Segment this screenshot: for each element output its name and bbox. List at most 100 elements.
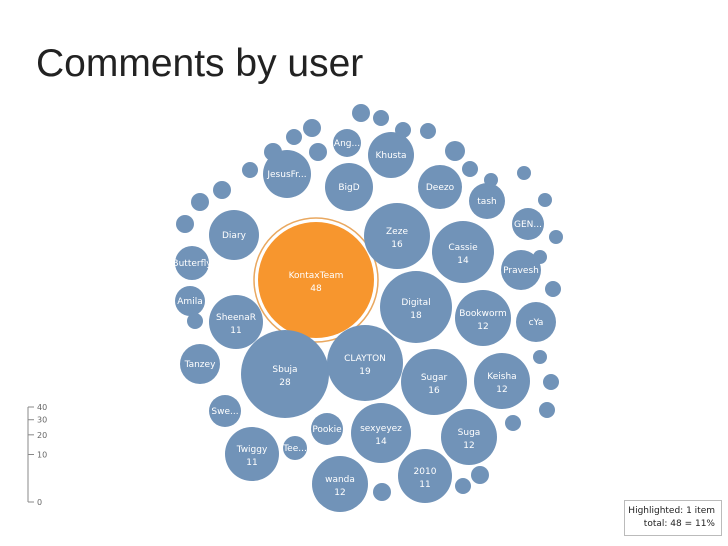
bubble[interactable] [286,129,302,145]
bubble-circle[interactable] [180,344,220,384]
bubble-circle[interactable] [333,129,361,157]
bubble-circle[interactable] [533,350,547,364]
bubble-circle[interactable] [469,183,505,219]
bubble[interactable] [462,161,478,177]
bubble[interactable] [484,173,498,187]
bubble-circle[interactable] [501,250,541,290]
bubble-circle[interactable] [543,374,559,390]
bubble[interactable] [373,110,389,126]
bubble-circle[interactable] [187,313,203,329]
bubble[interactable]: GEN... [512,208,544,240]
bubble-circle[interactable] [352,104,370,122]
bubble[interactable] [352,104,370,122]
bubble-circle[interactable] [462,161,478,177]
bubble-circle[interactable] [209,295,263,349]
bubble[interactable] [545,281,561,297]
bubble-circle[interactable] [516,302,556,342]
bubble-circle[interactable] [539,402,555,418]
bubble[interactable]: Diary [209,210,259,260]
bubble-circle[interactable] [263,150,311,198]
bubble-circle[interactable] [309,143,327,161]
bubble-circle[interactable] [373,110,389,126]
bubble-circle[interactable] [474,353,530,409]
bubble[interactable] [549,230,563,244]
bubble[interactable]: BigD [325,163,373,211]
bubble-circle[interactable] [395,122,411,138]
bubble-circle[interactable] [327,325,403,401]
bubble-circle[interactable] [549,230,563,244]
bubble-circle[interactable] [175,286,205,316]
bubble[interactable] [373,483,391,501]
bubble[interactable] [213,181,231,199]
bubble[interactable] [471,466,489,484]
bubble-circle[interactable] [538,193,552,207]
bubble-circle[interactable] [420,123,436,139]
bubble[interactable]: cYa [516,302,556,342]
bubble-circle[interactable] [445,141,465,161]
bubble[interactable]: Deezo [418,165,462,209]
bubble[interactable] [517,166,531,180]
bubble-circle[interactable] [311,413,343,445]
bubble-circle[interactable] [545,281,561,297]
bubble[interactable] [309,143,327,161]
bubble[interactable] [191,193,209,211]
bubble-circle[interactable] [264,143,282,161]
bubble-circle[interactable] [512,208,544,240]
bubble-circle[interactable] [303,119,321,137]
bubble-circle[interactable] [484,173,498,187]
bubble-circle[interactable] [418,165,462,209]
bubble[interactable]: JesusFr... [263,150,311,198]
bubble-circle[interactable] [242,162,258,178]
bubble-circle[interactable] [505,415,521,431]
bubble[interactable]: Pravesh [501,250,541,290]
bubble-circle[interactable] [432,221,494,283]
bubble-circle[interactable] [533,250,547,264]
bubble-circle[interactable] [175,246,209,280]
bubble[interactable] [176,215,194,233]
bubble-circle[interactable] [176,215,194,233]
bubble[interactable]: Ang... [333,129,361,157]
bubble-circle[interactable] [380,271,452,343]
bubble[interactable]: Tanzey [180,344,220,384]
bubble[interactable]: Tee... [282,436,307,460]
bubble-circle[interactable] [364,203,430,269]
bubble[interactable] [533,250,547,264]
bubble-circle[interactable] [441,409,497,465]
bubble[interactable] [264,143,282,161]
bubble-circle[interactable] [401,349,467,415]
bubble[interactable] [539,402,555,418]
bubble[interactable] [543,374,559,390]
bubble-circle[interactable] [209,210,259,260]
bubble[interactable] [505,415,521,431]
bubble-circle[interactable] [286,129,302,145]
bubble-circle[interactable] [455,478,471,494]
bubble-circle[interactable] [517,166,531,180]
bubble[interactable] [455,478,471,494]
bubble[interactable] [242,162,258,178]
bubble[interactable] [533,350,547,364]
bubble[interactable]: Butterfly [172,246,212,280]
bubble[interactable] [395,122,411,138]
bubble-circle[interactable] [241,330,329,418]
bubble-circle[interactable] [325,163,373,211]
bubble[interactable]: Swe... [209,395,241,427]
bubble[interactable]: Khusta [368,132,414,178]
bubble-circle[interactable] [368,132,414,178]
bubble-circle[interactable] [213,181,231,199]
bubble[interactable] [187,313,203,329]
bubble-circle[interactable] [373,483,391,501]
bubble[interactable] [303,119,321,137]
bubble[interactable] [420,123,436,139]
